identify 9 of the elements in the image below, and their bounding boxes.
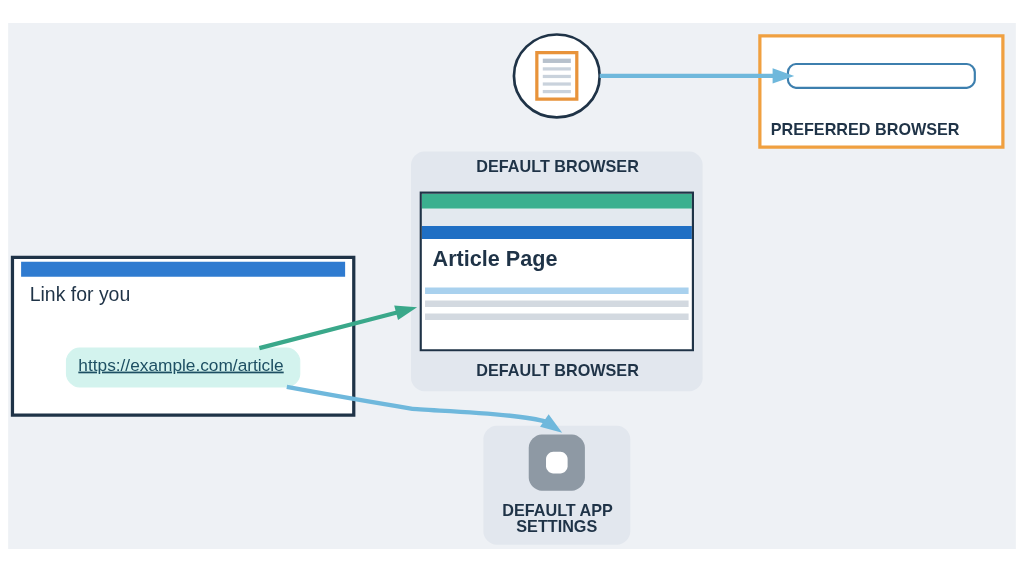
arrow bbox=[599, 68, 795, 84]
arrow bbox=[286, 384, 563, 433]
arrow bbox=[258, 305, 418, 351]
node-box bbox=[786, 62, 976, 89]
node-cloud bbox=[512, 33, 602, 119]
node-box: https://example.com/article bbox=[65, 347, 301, 388]
node-box: DEFAULT APP SETTINGS bbox=[483, 425, 631, 545]
cluster: PREFERRED BROWSER bbox=[758, 34, 1005, 149]
node-box: DEFAULT BROWSER Article Page DEFAULT BROWSER bbox=[411, 151, 703, 392]
